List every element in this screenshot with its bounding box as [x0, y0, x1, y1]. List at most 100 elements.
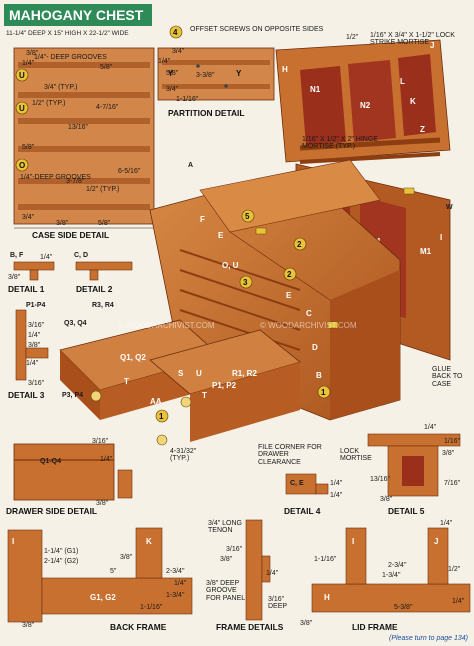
svg-text:H: H	[282, 65, 288, 74]
dim-label: 3/8"	[120, 554, 133, 561]
svg-text:R1, R2: R1, R2	[232, 369, 257, 378]
subtitle: 11-1/4" DEEP X 15" HIGH X 22-1/2" WIDE	[6, 30, 129, 37]
case-side-detail: U U O	[13, 47, 155, 229]
dim-label: 1-1/4" (G1)	[44, 548, 79, 555]
page-footer[interactable]: (Please turn to page 134)	[389, 635, 468, 642]
dim-label: 3/16"	[28, 322, 45, 329]
svg-text:N2: N2	[360, 101, 371, 110]
drawers: Q1, Q2 T S U R1, R2 P1, P2 AA T 1	[59, 319, 301, 446]
dim-label: 1/2"	[346, 34, 359, 41]
part-label: Q3, Q4	[64, 320, 87, 327]
dim-label: 5/8"	[166, 70, 179, 77]
dim-label: 1/4"	[100, 456, 113, 463]
part-label: Q1-Q4	[40, 458, 62, 465]
svg-text:K: K	[410, 97, 416, 106]
part-label: R3, R4	[92, 302, 114, 309]
heading-lid-frame: LID FRAME	[352, 622, 398, 632]
dim-label: 5-3/8"	[394, 604, 413, 611]
detail-1-2	[13, 261, 133, 281]
dim-label: 13/16"	[68, 124, 89, 131]
dim-label: 3-7/8"	[66, 178, 85, 185]
dim-label: 1-1/16"	[314, 556, 337, 563]
svg-text:H: H	[324, 593, 330, 602]
dim-label: 3/4"	[22, 214, 35, 221]
svg-text:T: T	[124, 377, 129, 386]
detail-4	[285, 473, 329, 495]
dim-label: 1/4"	[158, 58, 171, 65]
part-label: C, D	[74, 252, 88, 259]
dim-label: 1-1/16"	[176, 96, 199, 103]
svg-text:T: T	[202, 391, 207, 400]
dim-label: 1/2" (TYP.)	[86, 186, 120, 193]
circled-number-icon	[317, 385, 331, 399]
lid-exploded-view: N1 N2 H J L K Z	[275, 39, 451, 164]
dim-label: LOCK MORTISE	[340, 448, 372, 463]
svg-text:J: J	[434, 537, 438, 546]
drawer-side-detail	[13, 443, 133, 501]
part-label: P1-P4	[26, 302, 46, 309]
dim-label: 3/8"	[380, 496, 393, 503]
dim-label: 5/8"	[98, 220, 111, 227]
dim-label: 2-3/4"	[166, 568, 185, 575]
circled-number-icon	[293, 237, 307, 251]
svg-text:G1, G2: G1, G2	[90, 593, 116, 602]
dim-label: 1/4"	[174, 580, 187, 587]
dim-label: 3/8" DEEP GROOVE FOR PANEL	[206, 580, 246, 602]
heading-detail-5: DETAIL 5	[388, 506, 425, 516]
detail-5	[367, 433, 461, 497]
dim-label: 1/4"	[330, 480, 343, 487]
dim-label: 1/4"	[266, 570, 279, 577]
svg-text:4: 4	[173, 28, 178, 37]
dim-label: 3/16"	[226, 546, 243, 553]
dim-label: 5/8"	[100, 64, 113, 71]
dim-label: 5/8"	[22, 144, 35, 151]
svg-text:L: L	[400, 77, 405, 86]
svg-text:I: I	[352, 537, 354, 546]
svg-text:U: U	[196, 369, 202, 378]
part-label: W	[446, 204, 453, 211]
dim-label: 1/16" X 3/4" X 1-1/2" LOCK STRIKE MORTIS…	[370, 32, 455, 47]
dim-label: 1/4"	[330, 492, 343, 499]
circled-number-icon	[239, 275, 253, 289]
heading-detail-2: DETAIL 2	[76, 284, 113, 294]
dim-label: 3/4" (TYP.)	[44, 84, 78, 91]
dim-label: 1/4"	[22, 60, 35, 67]
dim-label: 3/4" LONG TENON	[208, 520, 242, 535]
heading-frame-details: FRAME DETAILS	[216, 622, 284, 632]
svg-text:K: K	[146, 537, 152, 546]
svg-text:I: I	[440, 233, 442, 242]
svg-text:P1, P2: P1, P2	[212, 381, 237, 390]
svg-text:E: E	[218, 231, 224, 240]
dim-label: 1/16"	[444, 438, 461, 445]
dim-label: 3-3/8"	[196, 72, 215, 79]
dim-label: 4-31/32" (TYP.)	[170, 448, 197, 463]
dim-label: 1/4"	[440, 520, 453, 527]
heading-drawer-side: DRAWER SIDE DETAIL	[6, 506, 98, 516]
heading-detail-4: DETAIL 4	[284, 506, 321, 516]
dim-label: 1/4"-DEEP GROOVES	[20, 174, 91, 181]
svg-text:U: U	[19, 104, 25, 113]
dim-label: 6-5/16"	[118, 168, 141, 175]
svg-text:J: J	[430, 41, 434, 50]
drawer-knob-icon	[90, 390, 102, 402]
dim-label: 3/8"	[220, 556, 233, 563]
svg-text:1: 1	[321, 388, 326, 397]
dim-label: 13/16"	[370, 476, 391, 483]
dim-label: 1-1/16"	[140, 604, 163, 611]
dim-label: 3/8"	[56, 220, 69, 227]
dim-label: 1/16" X 1/2" X 2" HINGE MORTISE (TYP.)	[302, 136, 378, 151]
svg-text:U: U	[19, 71, 25, 80]
svg-text:Q1, Q2: Q1, Q2	[120, 353, 146, 362]
dim-label: 3/8"	[28, 342, 41, 349]
part-label: C, E	[290, 480, 304, 487]
dim-label: 1/4"	[28, 332, 41, 339]
watermark: © WOODARCHIVIST.COM	[118, 321, 215, 330]
watermark: © WOODARCHIVIST.COM	[260, 321, 357, 330]
dim-label: 1-3/4"	[166, 592, 185, 599]
dim-label: OFFSET SCREWS ON OPPOSITE SIDES	[190, 26, 324, 33]
drawer-knob-icon	[180, 396, 192, 408]
dim-label: 3/16" DEEP	[268, 596, 288, 611]
dim-label: 4-7/16"	[96, 104, 119, 111]
